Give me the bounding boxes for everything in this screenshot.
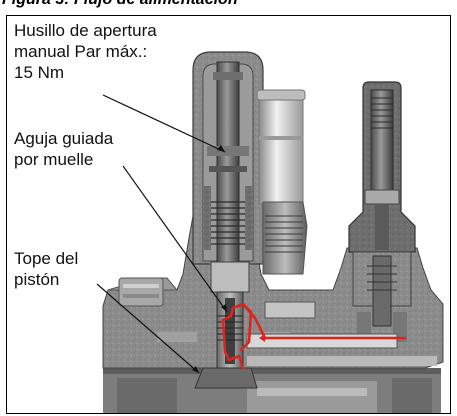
solenoid-cylinder — [256, 89, 308, 275]
label-line: Tope del — [14, 249, 79, 268]
label-line: por muelle — [14, 150, 94, 169]
label-piston-stop: Tope del pistón — [14, 248, 78, 290]
label-line: Husillo de apertura — [14, 21, 157, 40]
figure-frame: Husillo de apertura manual Par máx.: 15 … — [6, 15, 451, 414]
leader-arrow-tope — [192, 366, 199, 373]
figure-title: Figura 3: Flujo de alimentación — [2, 0, 238, 9]
leader-lines — [96, 94, 228, 374]
pilot-valve-housing — [348, 81, 416, 342]
valve-cutaway-illustration — [96, 51, 444, 413]
base-plate — [103, 368, 441, 413]
label-line: manual Par máx.: — [14, 42, 148, 61]
leader-arrow-husillo — [217, 145, 225, 152]
flow-arrow-head — [259, 334, 265, 342]
label-spring-needle: Aguja guiada por muelle — [14, 128, 113, 170]
label-line: 15 Nm — [14, 63, 65, 82]
flow-path — [221, 302, 407, 370]
label-line: Aguja guiada — [14, 129, 114, 148]
label-line: pistón — [14, 270, 60, 289]
leader-arrow-aguja — [221, 304, 227, 312]
label-manual-spindle: Husillo de apertura manual Par máx.: 15 … — [14, 20, 157, 83]
manual-spindle-housing — [192, 51, 264, 265]
